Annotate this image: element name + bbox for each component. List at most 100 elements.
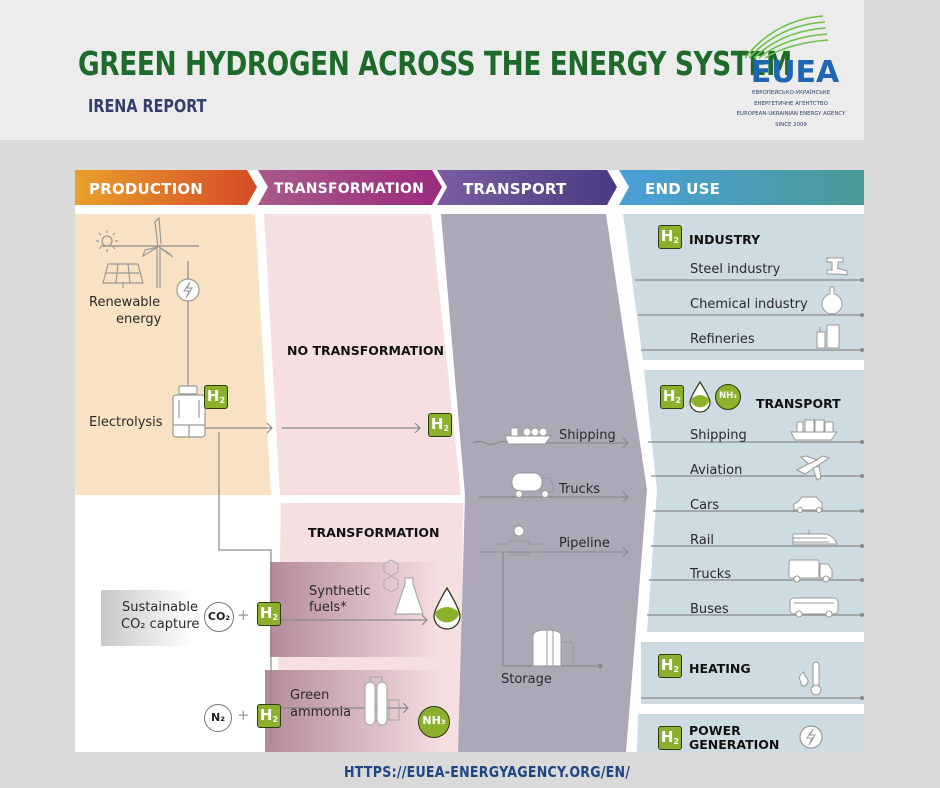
end-use-item: Steel industry [690,262,781,277]
power-generation-title-1: POWER [689,723,741,738]
co2-capture-label-2: CO₂ capture [121,617,200,632]
power-generation-icon [799,725,823,749]
renewable-energy-label-2: energy [116,312,162,327]
h2-icon: H2 [204,385,228,409]
flask-icon [394,577,424,615]
end-use-transport-title: TRANSPORT [756,396,841,411]
stage-banner-production [75,170,257,205]
h2-icon: H2 [658,654,682,678]
stage-banner-transport [437,170,617,205]
transformation-label: TRANSFORMATION [308,525,440,540]
no-transformation-label: NO TRANSFORMATION [287,343,444,358]
end-use-item: Buses [690,602,729,617]
logo-line: ЕНЕРГЕТИЧНЕ АГЕНТСТВО [754,100,828,107]
electrolyser-icon [172,385,206,438]
page-subtitle: IRENA REPORT [88,96,207,117]
logo-caption: ЄВРОПЕЙСЬКО-УКРАЇНСЬКЕ ЕНЕРГЕТИЧНЕ АГЕНТ… [716,88,866,130]
transport-zone [441,214,647,752]
logo-line: EUROPEAN-UKRAINIAN ENERGY AGENCY [736,111,846,117]
wind-turbine-icon [141,216,174,288]
green-ammonia-label-2: ammonia [290,705,352,720]
ship-icon [504,427,552,445]
flow-lines [101,245,862,745]
power-generation-title: POWER GENERATION [689,724,779,752]
co2-capture-box [101,590,194,646]
green-ammonia-label: Green [290,688,330,703]
car-icon [793,496,823,513]
line-endpoints [597,278,864,700]
euea-logo: EUEA [744,15,840,90]
infographic: PRODUCTION TRANSFORMATION TRANSPORT END … [75,170,864,752]
end-use-item: Aviation [690,463,743,478]
transport-shipping-label: Shipping [559,428,616,443]
end-use-item: Refineries [690,332,755,347]
synthetic-fuels-label-2: fuels* [309,600,347,615]
transport-pipeline-label: Pipeline [559,536,610,551]
stage-label-end-use: END USE [645,180,721,198]
sun-icon [96,230,118,252]
n2-icon: N₂ [204,704,232,732]
electrolysis-label: Electrolysis [89,415,163,430]
fuel-drop-icon [689,380,711,413]
end-use-item: Rail [690,533,714,548]
stage-label-transport: TRANSPORT [463,180,567,198]
stage-banner-transformation [258,170,442,205]
chemical-flask-icon [821,286,843,315]
logo-line: ЄВРОПЕЙСЬКО-УКРАЇНСЬКЕ [751,90,831,96]
stage-label-transformation: TRANSFORMATION [274,181,425,197]
ammonia-tanks-icon [364,676,400,726]
delivery-truck-icon [788,559,833,583]
infographic-background [75,170,864,752]
refinery-icon [816,324,840,349]
pipeline-icon [495,525,543,556]
nh3-icon: NH₃ [418,706,450,738]
power-generation-title-2: GENERATION [689,737,780,752]
h2-icon: H2 [428,413,452,437]
airplane-icon [795,455,831,481]
h2-icon: H2 [658,726,682,750]
end-use-item: Shipping [690,428,747,443]
h2-icon: H2 [658,225,682,249]
logo-wordmark: EUEA [751,55,840,90]
train-icon [792,530,838,545]
container-ship-icon [790,419,838,441]
heating-title: HEATING [689,661,751,676]
end-use-industry-panel [623,214,864,360]
plus-sign: + [237,606,250,624]
plus-sign: + [237,706,250,724]
co2-capture-label: Sustainable [122,600,199,615]
transport-storage-label: Storage [501,672,552,687]
h2-icon: H2 [257,602,281,626]
green-ammonia-band [265,670,443,752]
synthetic-fuel-drop-icon [433,586,461,630]
truck-icon [511,472,554,498]
production-zone [75,214,271,495]
power-lightning-icon [176,278,200,302]
solar-panel-icon [102,263,144,288]
stage-banner-end-use [619,170,864,205]
renewable-energy-label: Renewable [89,295,161,310]
page-title: GREEN HYDROGEN ACROSS THE ENERGY SYSTEM [78,44,792,83]
h2-icon: H2 [660,385,684,409]
logo-arcs-icon [744,15,829,59]
stage-label-production: PRODUCTION [89,180,204,198]
bus-icon [789,597,839,618]
industry-title: INDUSTRY [689,232,761,247]
steel-beam-icon [826,257,848,276]
header-band [0,0,864,140]
transport-trucks-label: Trucks [559,482,601,497]
end-use-heating-panel [641,642,864,704]
thermometer-flame-icon [799,661,822,696]
storage-tank-icon [532,629,574,667]
synthetic-fuels-label: Synthetic [309,584,371,599]
co2-icon: CO₂ [204,602,234,632]
h2-icon: H2 [257,704,281,728]
molecule-icon [383,559,399,593]
nh3-icon: NH₃ [715,384,741,410]
end-use-item: Trucks [690,567,732,582]
logo-line: SINCE 2009 [775,121,807,128]
no-transformation-zone [264,214,461,495]
end-use-item: Cars [690,498,720,513]
end-use-item: Chemical industry [690,297,808,312]
footer-url-link[interactable]: HTTPS://EUEA-ENERGYAGENCY.ORG/EN/ [344,763,631,781]
